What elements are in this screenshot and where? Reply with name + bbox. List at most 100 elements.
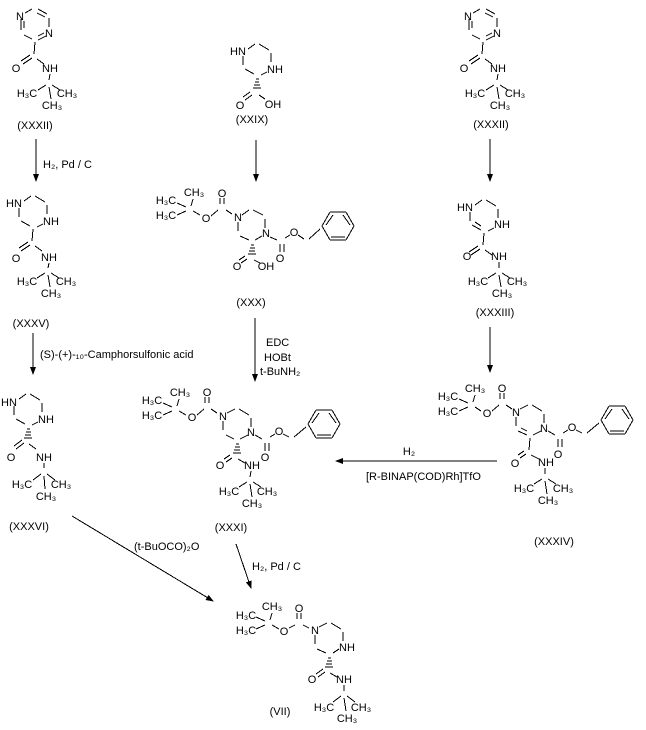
- bonds: [255, 612, 356, 712]
- compound-label-xxxv: (XXXV): [13, 318, 50, 330]
- atom-label: N: [262, 228, 270, 240]
- condition-h2: H₂: [403, 446, 415, 458]
- structure-vii: CH₃ H₃C H₃C O O N NH O NH H₃C CH₃ CH₃ (V…: [236, 601, 371, 725]
- atom-label: CH₃: [57, 88, 77, 100]
- atom-label: H₃C: [17, 88, 37, 100]
- atom-label: HN: [1, 397, 17, 409]
- atom-label: HN: [230, 46, 246, 58]
- structure-xxix: HN NH O OH (XXIX): [230, 43, 283, 126]
- structure-xxxii-left: N N O NH H₃C CH₃ CH₃ (XXXII): [12, 8, 77, 132]
- atom-label: O: [463, 251, 472, 263]
- compound-label-xxxi: (XXXI): [215, 522, 247, 534]
- atom-label: CH₃: [553, 483, 573, 495]
- atom-label: H₃C: [438, 391, 458, 403]
- atom-label: O: [188, 412, 197, 424]
- atom-label: O: [554, 449, 563, 461]
- atom-label: O: [216, 460, 225, 472]
- atom-label: O: [12, 63, 21, 75]
- atom-label: N: [219, 411, 227, 423]
- atom-label: O: [460, 63, 469, 75]
- atom-label: O: [275, 426, 284, 438]
- bonds: [20, 8, 61, 100]
- atom-label: O: [483, 408, 492, 420]
- atom-label: NH: [267, 64, 283, 76]
- condition-hobt: HOBt: [264, 352, 291, 364]
- atom-label: NH: [491, 251, 507, 263]
- compound-label-xxxii-right: (XXXII): [473, 119, 508, 131]
- structure-xxxiii: HN NH O NH H₃C CH₃ CH₃ (XXXIII): [457, 199, 527, 319]
- atom-label: CH₃: [490, 100, 510, 112]
- atom-label: HN: [6, 198, 22, 210]
- atom-label: O: [233, 261, 242, 273]
- atom-label: H₃C: [142, 395, 162, 407]
- bonds: [242, 43, 272, 101]
- condition-tbunh2: t-BuNH₂: [260, 366, 300, 378]
- atom-label: CH₃: [351, 702, 371, 714]
- atom-label: NH: [244, 460, 260, 472]
- atom-label: H₃C: [156, 210, 176, 222]
- atom-label: NH: [42, 63, 58, 75]
- atom-label: O: [511, 458, 520, 470]
- atom-label: O: [7, 452, 16, 464]
- atom-label: NH: [494, 219, 510, 231]
- atom-label: O: [568, 422, 577, 434]
- bonds: [468, 8, 509, 100]
- atom-label: O: [261, 452, 270, 464]
- structure-xxxv: HN NH O NH H₃C CH₃ CH₃ (XXXV): [6, 195, 76, 330]
- atom-label: O: [280, 626, 289, 638]
- atom-label: N: [311, 625, 319, 637]
- atom-label: H₃C: [438, 406, 458, 418]
- atom-label: O: [498, 383, 507, 395]
- atom-label: N: [540, 423, 548, 435]
- atom-label: N: [512, 407, 520, 419]
- atom-label: OH: [265, 99, 282, 111]
- atom-label: CH₃: [337, 713, 357, 725]
- atom-label: CH₃: [184, 187, 204, 199]
- atom-label: O: [203, 387, 212, 399]
- reaction-conditions: H₂, Pd / C (S)-(+)-₁₀-Camphorsulfonic ac…: [40, 159, 481, 573]
- atom-label: HN: [457, 202, 473, 214]
- condition-h2-pdc-middle: H₂, Pd / C: [252, 561, 301, 573]
- atom-label: CH₃: [257, 486, 277, 498]
- bonds: [13, 393, 56, 490]
- structure-xxx: CH₃ H₃C H₃C O O N N O O O OH (XXX): [156, 187, 355, 309]
- structure-xxxi: CH₃ H₃C H₃C O O N N O O O NH H₃C CH₃ CH₃…: [142, 387, 341, 534]
- arrow-xxxi-to-vii: [235, 543, 252, 589]
- atom-label: H₃C: [156, 195, 176, 207]
- compound-label-vii: (VII): [270, 706, 291, 718]
- atom-label: NH: [336, 674, 352, 686]
- atom-label: O: [12, 253, 21, 265]
- atom-label: NH: [538, 457, 554, 469]
- atom-label: H₃C: [219, 486, 239, 498]
- compound-label-xxx: (XXX): [236, 297, 265, 309]
- bonds: [162, 397, 341, 498]
- atom-label: N: [464, 11, 472, 23]
- reaction-arrows: [30, 139, 497, 602]
- atom-label: CH₃: [242, 498, 262, 510]
- atom-label: N: [45, 28, 53, 40]
- atom-label: H₃C: [12, 479, 32, 491]
- atom-label: CH₃: [41, 288, 61, 300]
- atom-label: N: [234, 212, 242, 224]
- atom-label: CH₃: [507, 276, 527, 288]
- atom-label: O: [290, 227, 299, 239]
- atom-label: CH₃: [170, 387, 190, 399]
- atom-label: N: [247, 427, 255, 439]
- compound-label-xxix: (XXIX): [236, 114, 268, 126]
- atom-label: CH₃: [465, 383, 485, 395]
- condition-camphorsulfonic-acid: (S)-(+)-₁₀-Camphorsulfonic acid: [40, 349, 193, 361]
- atom-label: O: [295, 603, 304, 615]
- structure-xxxiv: CH₃ H₃C H₃C O O N N O O O NH H₃C CH₃ CH₃…: [438, 383, 634, 548]
- atom-label: H₃C: [465, 88, 485, 100]
- atom-label: CH₃: [492, 288, 512, 300]
- compound-label-xxxvi: (XXXVI): [9, 521, 49, 533]
- bonds: [468, 199, 511, 288]
- condition-h2-pdc-left: H₂, Pd / C: [43, 159, 92, 171]
- atom-label: O: [308, 674, 317, 686]
- atom-label: H₃C: [142, 410, 162, 422]
- atom-label: O: [202, 213, 211, 225]
- atom-label: NH: [490, 63, 506, 75]
- atom-label: H₃C: [314, 702, 334, 714]
